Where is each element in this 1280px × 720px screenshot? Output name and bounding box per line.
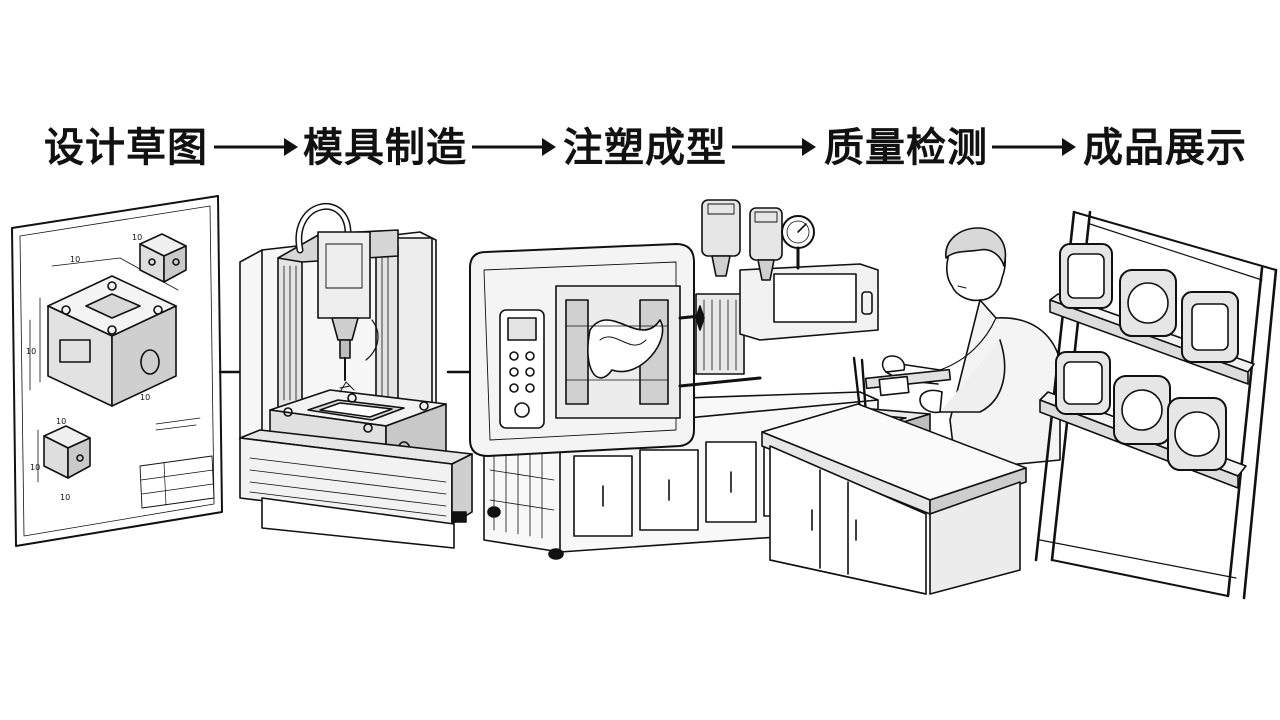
step-title-quality-inspection: 质量检测 — [824, 125, 988, 171]
dimension-label: 10 — [60, 493, 70, 502]
dimension-label: 10 — [140, 393, 150, 402]
product-display-shelf — [1034, 210, 1278, 600]
cnc-milling-machine — [239, 203, 473, 549]
dimension-label: 10 — [70, 255, 80, 264]
step-title-mold-making: 模具制造 — [303, 125, 467, 171]
product-item — [1059, 243, 1113, 309]
flow-arrow-icon — [732, 138, 816, 156]
step-title-injection-molding: 注塑成型 — [563, 125, 727, 171]
product-item — [1113, 375, 1171, 445]
flow-arrow-icon — [214, 138, 298, 156]
dimension-label: 10 — [132, 233, 142, 242]
product-item — [1181, 291, 1239, 363]
dimension-label: 10 — [30, 463, 40, 472]
dimension-label: 10 — [26, 347, 36, 356]
flow-arrow-icon — [992, 138, 1076, 156]
product-item — [1167, 397, 1227, 471]
quality-inspection-scene — [761, 227, 1061, 595]
dimension-label: 10 — [56, 417, 66, 426]
product-item — [1055, 351, 1111, 415]
product-item — [1119, 269, 1177, 337]
flow-arrow-icon — [472, 138, 556, 156]
design-sketch-drawing: 10 10 10 10 10 10 10 10 — [11, 195, 223, 547]
step-title-design-sketch: 设计草图 — [44, 125, 208, 171]
step-title-product-display: 成品展示 — [1083, 125, 1247, 171]
